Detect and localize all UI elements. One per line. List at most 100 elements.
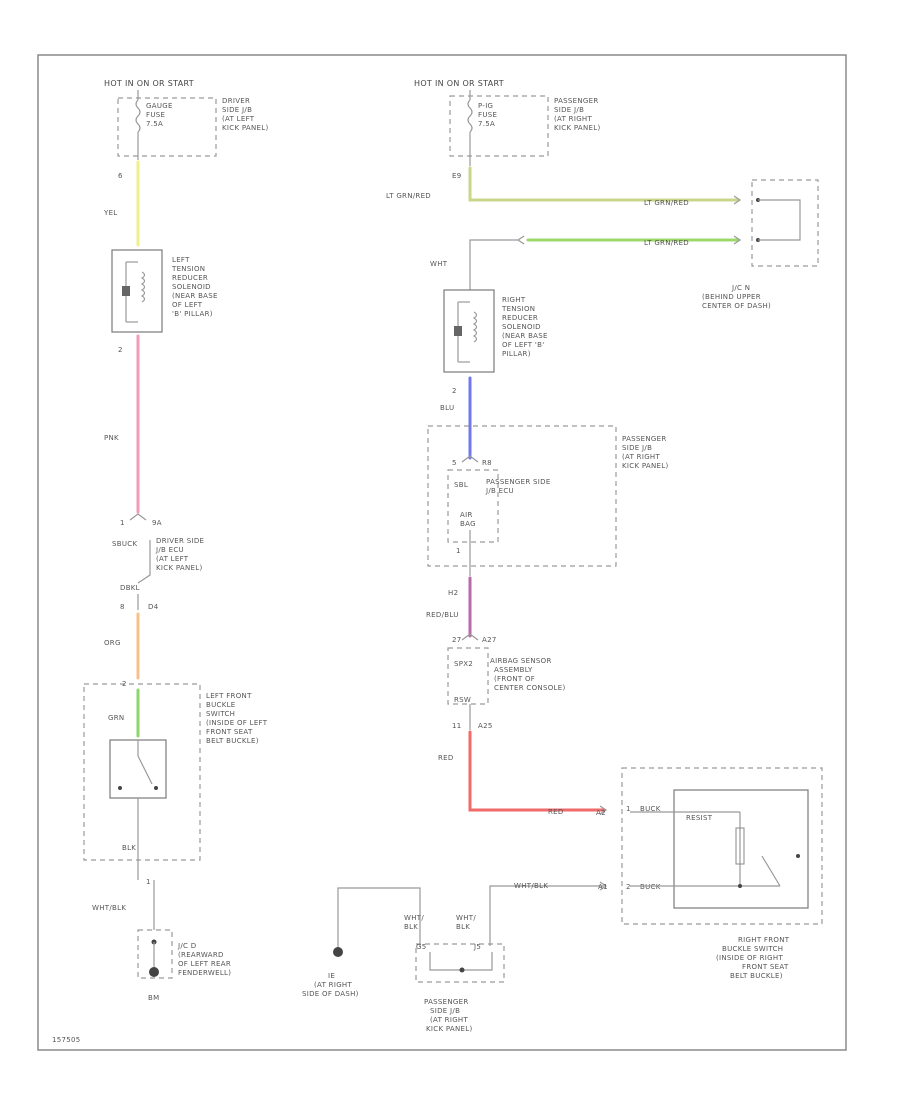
right-reducer-label: RIGHT TENSION REDUCER SOLENOID (NEAR BAS… xyxy=(501,296,547,358)
diagram-frame xyxy=(37,54,847,1051)
jc-n-label: J/C N (BEHIND UPPER CENTER OF DASH) xyxy=(702,284,771,310)
svg-text:ASSEMBLY: ASSEMBLY xyxy=(494,666,533,674)
pin-d4: D4 xyxy=(148,603,159,611)
passenger-ecu-box xyxy=(427,425,617,567)
svg-text:BAG: BAG xyxy=(460,520,476,528)
svg-text:CENTER OF DASH): CENTER OF DASH) xyxy=(702,302,771,310)
svg-text:(AT RIGHT: (AT RIGHT xyxy=(314,981,352,989)
connector-jc-b xyxy=(733,235,742,245)
svg-text:SWITCH: SWITCH xyxy=(206,710,235,718)
svg-text:WHT/: WHT/ xyxy=(404,914,424,922)
svg-text:(AT RIGHT: (AT RIGHT xyxy=(554,115,592,123)
pnk-label: PNK xyxy=(104,434,119,442)
svg-text:DRIVER: DRIVER xyxy=(222,97,250,105)
driver-ecu-label: DRIVER SIDE J/B ECU (AT LEFT KICK PANEL) xyxy=(155,537,204,572)
airbag-sensor-label: AIRBAG SENSOR ASSEMBLY (FRONT OF CENTER … xyxy=(490,657,565,692)
jc-d-label: J/C D (REARWARD OF LEFT REAR FENDERWELL) xyxy=(177,942,231,977)
dbkl-label: DBKL xyxy=(120,584,140,592)
svg-text:AIRBAG SENSOR: AIRBAG SENSOR xyxy=(490,657,552,665)
hot-right-label: HOT IN ON OR START xyxy=(414,79,504,88)
svg-text:FRONT SEAT: FRONT SEAT xyxy=(206,728,253,736)
svg-text:OF LEFT 'B': OF LEFT 'B' xyxy=(502,341,544,349)
svg-text:FENDERWELL): FENDERWELL) xyxy=(178,969,231,977)
pin-a27: A27 xyxy=(482,636,497,644)
svg-text:PASSENGER: PASSENGER xyxy=(622,435,667,443)
svg-text:KICK PANEL): KICK PANEL) xyxy=(222,124,269,132)
whtblk-left-label: WHT/BLK xyxy=(92,904,126,912)
svg-text:7.5A: 7.5A xyxy=(146,120,163,128)
svg-text:CENTER CONSOLE): CENTER CONSOLE) xyxy=(494,684,565,692)
svg-text:GAUGE: GAUGE xyxy=(146,102,173,110)
buck-top-label: BUCK xyxy=(640,805,661,813)
driver-jb-box xyxy=(117,97,217,157)
p-ig-fuse-label: P-IG FUSE 7.5A xyxy=(478,102,497,128)
driver-jb-label: DRIVER SIDE J/B (AT LEFT KICK PANEL) xyxy=(222,97,269,132)
pin-1-left: 1 xyxy=(120,519,125,527)
wire-ground-ie xyxy=(337,887,421,948)
svg-text:SOLENOID: SOLENOID xyxy=(172,283,211,291)
connector-a27-icon xyxy=(461,633,479,641)
svg-text:'B' PILLAR): 'B' PILLAR) xyxy=(172,310,213,318)
ground-bm-icon xyxy=(149,967,159,977)
right-switch-box xyxy=(673,789,809,909)
ground-ie-icon xyxy=(333,947,343,957)
red-v-label: RED xyxy=(438,754,454,762)
pin-11: 11 xyxy=(452,722,462,730)
splice-bus xyxy=(429,952,493,971)
svg-text:WHT/: WHT/ xyxy=(456,914,476,922)
wht-label: WHT xyxy=(430,260,448,268)
svg-text:IE: IE xyxy=(328,972,335,980)
svg-text:REDUCER: REDUCER xyxy=(172,274,208,282)
svg-text:KICK PANEL): KICK PANEL) xyxy=(426,1025,473,1033)
pin-h2: H2 xyxy=(448,589,458,597)
svg-text:BLK: BLK xyxy=(404,923,418,931)
pin-2-buckle: 2 xyxy=(122,680,127,688)
wire-wht xyxy=(469,239,518,290)
svg-text:LEFT: LEFT xyxy=(172,256,190,264)
passenger-jb2-label: PASSENGER SIDE J/B (AT RIGHT KICK PANEL) xyxy=(622,435,668,470)
blu-label: BLU xyxy=(440,404,454,412)
hot-left-label: HOT IN ON OR START xyxy=(104,79,194,88)
pin-8: 8 xyxy=(120,603,125,611)
bm-label: BM xyxy=(148,994,159,1002)
pin-6: 6 xyxy=(118,172,123,180)
right-buckle-box xyxy=(621,767,823,925)
svg-text:FUSE: FUSE xyxy=(146,111,165,119)
passenger-ecu-label: PASSENGER SIDE J/B ECU xyxy=(485,478,550,495)
svg-text:PASSENGER: PASSENGER xyxy=(424,998,469,1006)
sbuck-label: SBUCK xyxy=(112,540,137,548)
resistor-icon xyxy=(735,827,745,865)
driver-ecu-bracket xyxy=(137,540,151,584)
passenger-jb-box xyxy=(449,95,549,157)
pin-1-ecu: 1 xyxy=(456,547,461,555)
ltgrnred-bottom-label: LT GRN/RED xyxy=(644,239,689,247)
connector-a1-icon xyxy=(599,881,608,891)
svg-text:BELT BUCKLE): BELT BUCKLE) xyxy=(730,972,783,980)
left-switch-blade xyxy=(137,755,153,785)
rb-junction xyxy=(738,884,742,888)
svg-text:FUSE: FUSE xyxy=(478,111,497,119)
svg-text:(BEHIND UPPER: (BEHIND UPPER xyxy=(702,293,761,301)
pin-g5: G5 xyxy=(416,943,426,951)
spx2-label: SPX2 xyxy=(454,660,473,668)
right-diode-icon xyxy=(454,326,462,336)
svg-text:P-IG: P-IG xyxy=(478,102,493,110)
svg-text:SIDE J/B: SIDE J/B xyxy=(622,444,652,452)
svg-text:REDUCER: REDUCER xyxy=(502,314,538,322)
resistor-label: RESIST xyxy=(686,814,713,822)
pin-e9: E9 xyxy=(452,172,461,180)
connector-9a-icon xyxy=(129,513,147,521)
connector-a2-icon xyxy=(599,805,608,815)
gauge-fuse-label: GAUGE FUSE 7.5A xyxy=(146,102,173,128)
passenger-jb3-label: PASSENGER SIDE J/B (AT RIGHT KICK PANEL) xyxy=(424,998,473,1033)
svg-text:(AT LEFT: (AT LEFT xyxy=(156,555,189,563)
svg-text:J/C N: J/C N xyxy=(731,284,750,292)
right-buckle-label: RIGHT FRONT BUCKLE SWITCH (INSIDE OF RIG… xyxy=(716,936,789,980)
rsw-label: RSW xyxy=(454,696,471,704)
left-buckle-box xyxy=(83,683,201,861)
right-coil-icon xyxy=(472,311,478,343)
connector-jc-a xyxy=(733,195,742,205)
whtblk-right-label: WHT/BLK xyxy=(514,882,548,890)
svg-text:(AT LEFT: (AT LEFT xyxy=(222,115,255,123)
jc-d-box xyxy=(137,929,173,979)
